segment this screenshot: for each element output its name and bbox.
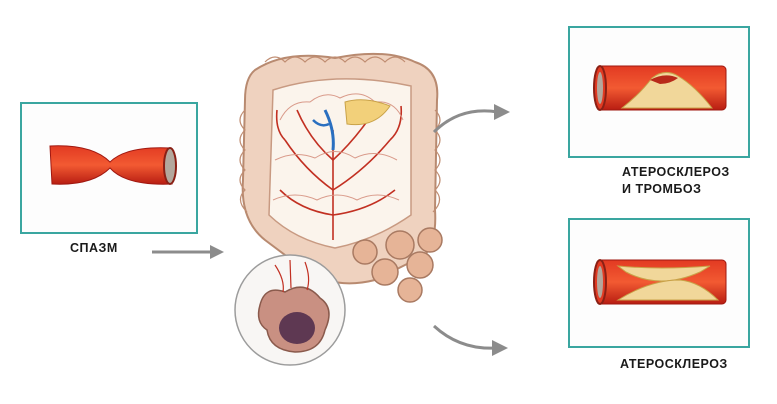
thrombosis-vessel-illustration <box>593 65 727 111</box>
thrombosis-panel <box>568 26 750 158</box>
atherosclerosis-vessel-illustration <box>593 259 727 305</box>
intestine-illustration <box>234 52 443 366</box>
thrombosis-label-line2: И ТРОМБОЗ <box>622 182 702 196</box>
arrow-to-thrombosis <box>432 104 510 134</box>
thrombosis-label-line1: АТЕРОСКЛЕРОЗ <box>622 165 730 179</box>
arrow-spasm <box>152 245 224 259</box>
spasm-panel <box>20 102 198 234</box>
atherosclerosis-label: АТЕРОСКЛЕРОЗ <box>620 357 728 371</box>
spasm-vessel-illustration <box>49 145 177 185</box>
spasm-label: СПАЗМ <box>70 241 118 255</box>
arrow-to-atherosclerosis <box>432 324 508 356</box>
atherosclerosis-panel <box>568 218 750 348</box>
